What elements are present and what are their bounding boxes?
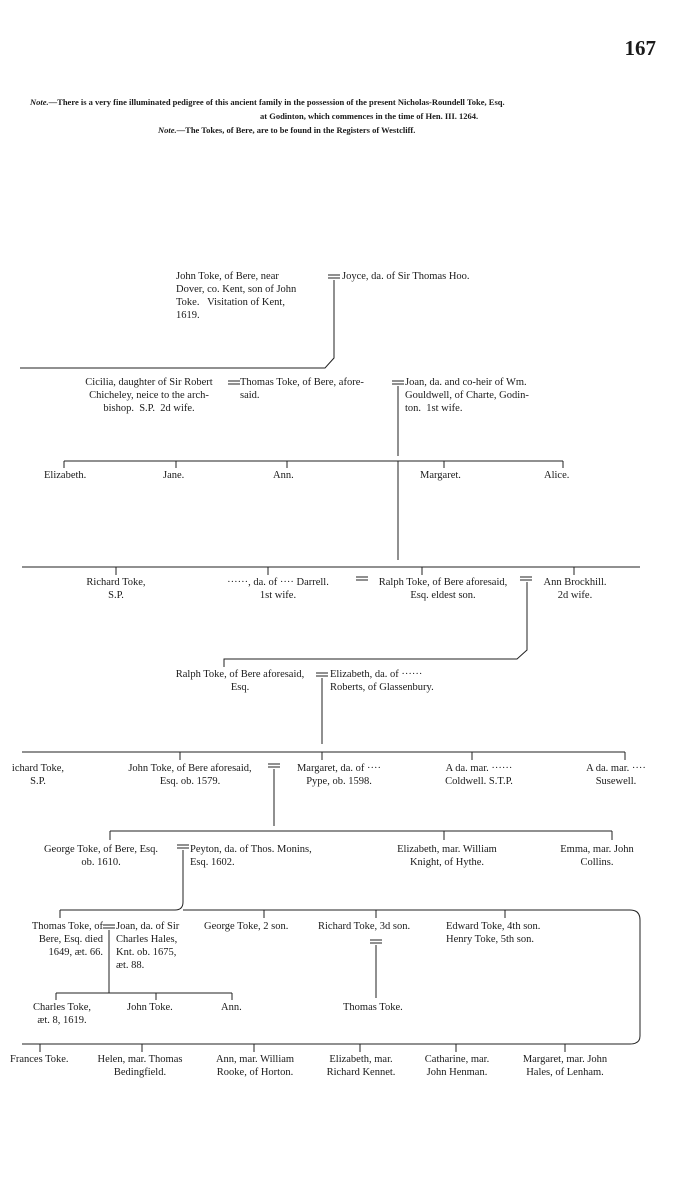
- person-richard-toke-3: Richard Toke, 3d son.: [318, 921, 411, 932]
- person-emma-collins: Emma, mar. John Collins.: [560, 844, 634, 868]
- person-ralph-toke-1: Ralph Toke, of Bere aforesaid, Esq. elde…: [378, 577, 508, 601]
- person-jane: Jane.: [163, 470, 185, 481]
- person-elizabeth: Elizabeth.: [44, 470, 87, 481]
- person-elizabeth-knight: Elizabeth, mar. William Knight, of Hythe…: [397, 844, 497, 868]
- note-2-label: Note.: [158, 125, 177, 135]
- person-george-toke: George Toke, of Bere, Esq. ob. 1610.: [43, 844, 159, 868]
- person-susewell: A da. mar. ···· Susewell.: [586, 763, 646, 787]
- person-charles-toke: Charles Toke, æt. 8, 1619.: [33, 1002, 91, 1026]
- person-peyton-monins: Peyton, da. of Thos. Monins, Esq. 1602.: [190, 844, 312, 868]
- person-john-toke-2: John Toke, of Bere aforesaid, Esq. ob. 1…: [128, 763, 252, 787]
- person-ann-rooke: Ann, mar. William Rooke, of Horton.: [215, 1054, 295, 1078]
- note-2: Note.—The Tokes, of Bere, are to be foun…: [158, 124, 415, 136]
- person-george-toke-2: George Toke, 2 son.: [204, 921, 289, 932]
- person-margaret-hales: Margaret, mar. John Hales, of Lenham.: [522, 1054, 608, 1078]
- note-2-text: —The Tokes, of Bere, are to be found in …: [176, 125, 416, 135]
- person-john-toke-3: John Toke.: [127, 1002, 173, 1013]
- person-ann-3: Ann.: [221, 1002, 242, 1013]
- person-alice: Alice.: [544, 470, 570, 481]
- note-1-text: —There is a very fine illuminated pedigr…: [48, 97, 505, 107]
- person-joyce-hoo: Joyce, da. of Sir Thomas Hoo.: [342, 271, 470, 282]
- person-edward-henry-toke: Edward Toke, 4th son. Henry Toke, 5th so…: [446, 921, 541, 945]
- person-elizabeth-kennet: Elizabeth, mar. Richard Kennet.: [326, 1054, 396, 1078]
- person-john-toke: John Toke, of Bere, near Dover, co. Kent…: [176, 271, 297, 321]
- person-frances-toke: Frances Toke.: [10, 1054, 69, 1065]
- person-ann-brockhill: Ann Brockhill. 2d wife.: [543, 577, 607, 601]
- person-cicilia-chicheley: Cicilia, daughter of Sir Robert Chichele…: [85, 377, 213, 414]
- person-helen-bedingfield: Helen, mar. Thomas Bedingfield.: [97, 1054, 183, 1078]
- person-elizabeth-roberts: Elizabeth, da. of ······ Roberts, of Gla…: [330, 669, 434, 693]
- person-thomas-toke: Thomas Toke, of Bere, afore- said.: [240, 377, 364, 401]
- person-joan-hales: Joan, da. of Sir Charles Hales, Knt. ob.…: [116, 921, 180, 971]
- person-joan-gouldwell: Joan, da. and co-heir of Wm. Gouldwell, …: [405, 377, 529, 414]
- person-thomas-toke-4: Thomas Toke.: [343, 1002, 403, 1013]
- person-margaret-pype: Margaret, da. of ···· Pype, ob. 1598.: [296, 763, 382, 787]
- person-ann: Ann.: [273, 470, 294, 481]
- page-number: 167: [624, 36, 657, 60]
- note-1-line-2: at Godinton, which commences in the time…: [260, 111, 479, 121]
- note-1-label: Note.: [30, 97, 49, 107]
- person-thomas-toke-3: Thomas Toke, of Bere, Esq. died 1649, æt…: [31, 921, 103, 958]
- person-richard-toke-2: ichard Toke, S.P.: [11, 763, 65, 787]
- person-ralph-toke-2: Ralph Toke, of Bere aforesaid, Esq.: [175, 669, 305, 693]
- note-1-line-1: Note.—There is a very fine illuminated p…: [30, 96, 505, 108]
- person-catharine-henman: Catharine, mar. John Henman.: [424, 1054, 490, 1078]
- person-darrell: ······, da. of ···· Darrell. 1st wife.: [227, 577, 329, 601]
- person-margaret: Margaret.: [420, 470, 461, 481]
- person-coldwell: A da. mar. ······ Coldwell. S.T.P.: [445, 763, 513, 787]
- person-richard-toke-sp: Richard Toke, S.P.: [86, 577, 146, 601]
